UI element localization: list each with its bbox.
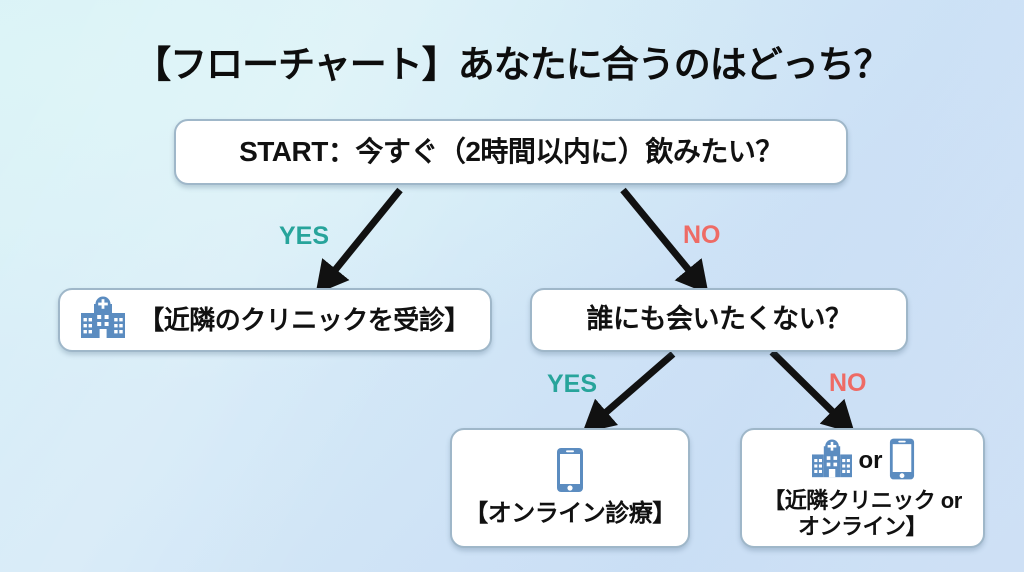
smartphone-icon	[556, 447, 584, 498]
icon-separator-or: or	[858, 447, 883, 475]
node-alone-label: 誰にも会いたくない？	[586, 304, 853, 335]
smartphone-icon	[889, 437, 915, 486]
node-either-label: 【近隣クリニック or オンライン】	[763, 487, 962, 539]
edge-label-no-alone: NO	[829, 369, 867, 397]
arrow-start-to-clinic	[315, 187, 403, 295]
edge-label-yes-start: YES	[279, 222, 330, 250]
node-clinic[interactable]: 【近隣のクリニックを受診】	[58, 288, 492, 352]
node-start-label: START：今すぐ（2時間以内に）飲みたい？	[239, 136, 783, 168]
hospital-icon	[811, 439, 853, 484]
arrow-alone-to-online	[582, 351, 676, 433]
node-start[interactable]: START：今すぐ（2時間以内に）飲みたい？	[174, 119, 848, 185]
node-alone[interactable]: 誰にも会いたくない？	[530, 288, 908, 352]
node-either[interactable]: or 【近隣クリニック or オンライン】	[740, 428, 985, 548]
edge-label-no-start: NO	[683, 221, 721, 249]
page-title: 【フローチャート】あなたに合うのはどっち？	[134, 44, 891, 85]
node-online-label: 【オンライン診療】	[464, 500, 676, 528]
node-either-icon-row: or	[811, 437, 915, 486]
node-clinic-label: 【近隣のクリニックを受診】	[138, 304, 470, 335]
node-online[interactable]: 【オンライン診療】	[450, 428, 690, 548]
edge-label-yes-alone: YES	[547, 370, 598, 398]
hospital-icon	[80, 296, 126, 345]
